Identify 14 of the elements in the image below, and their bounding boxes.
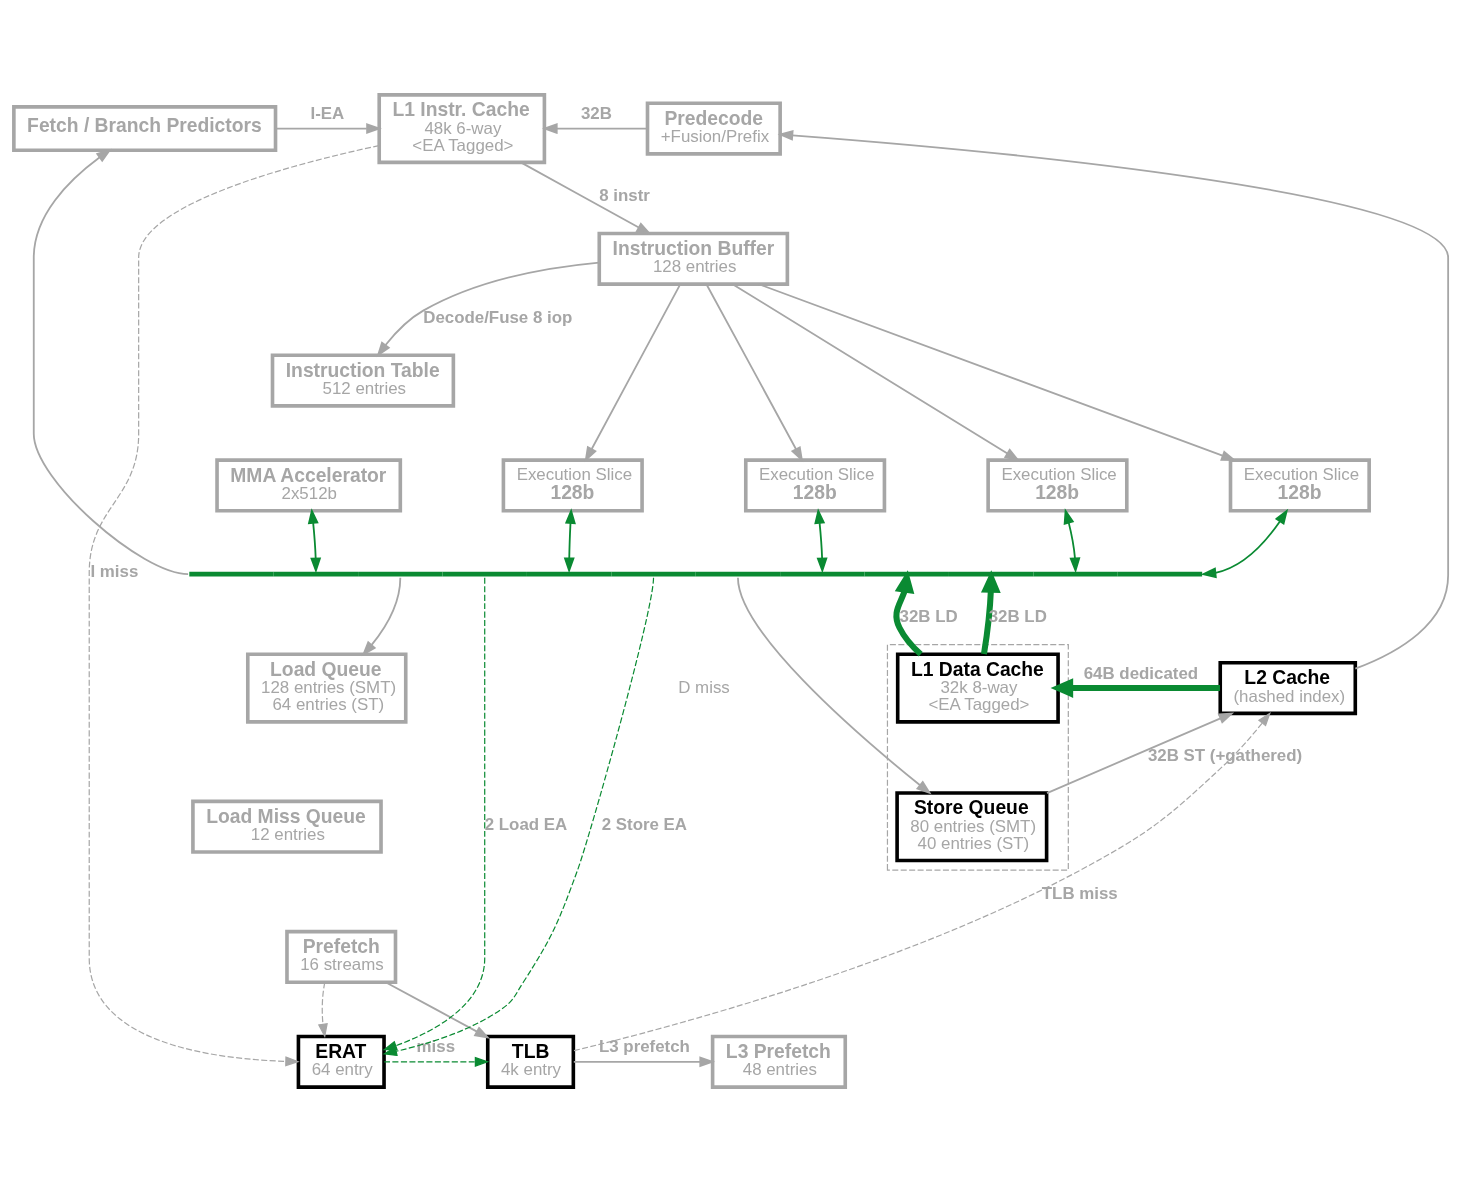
label: D miss	[677, 677, 730, 697]
edge-label: 64B dedicated	[1083, 663, 1198, 683]
edge-label: miss	[416, 1037, 455, 1057]
edge-label: 8 instr	[598, 186, 650, 206]
edge-label: I miss	[89, 562, 138, 582]
edge-label: Decode/Fuse 8 iop	[422, 307, 572, 327]
edge-label: 2 Load EA	[484, 814, 567, 834]
edge-label: 2 Store EA	[601, 814, 687, 834]
edge-label: 32B ST (+gathered)	[1147, 745, 1302, 765]
edge-label: I-EA	[309, 104, 344, 124]
edge-label: TLB miss	[1041, 884, 1118, 904]
edge-label: 32B LD	[899, 606, 958, 626]
edge-label: L3 prefetch	[598, 1037, 690, 1057]
edge-label: 32B	[580, 104, 612, 124]
